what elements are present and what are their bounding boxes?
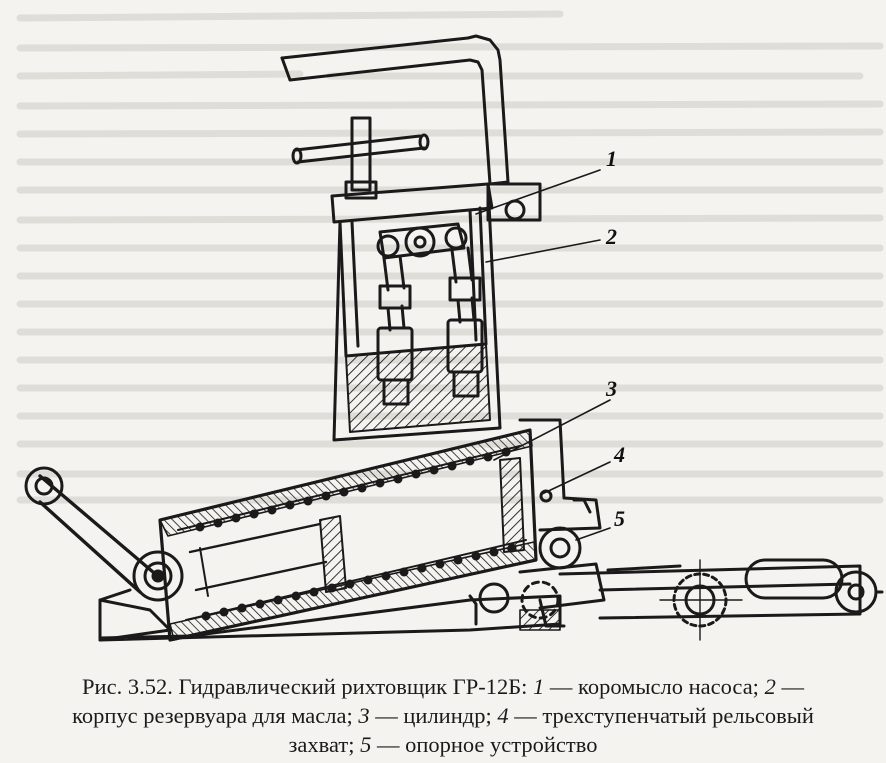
pump-handle: [280, 34, 510, 186]
cylinder: [158, 428, 538, 642]
callout-2: 2: [605, 224, 617, 249]
lever-arm: [24, 466, 184, 642]
slotted-link: [606, 558, 884, 641]
figure-caption: Рис. 3.52. Гидравлический рихтовщик ГР-1…: [0, 672, 886, 759]
reservoir-base: [332, 182, 502, 442]
caption-line-3: захват; 5 — опорное устройство: [288, 732, 598, 757]
callout-3: 3: [605, 376, 617, 401]
hydraulic-straightener-drawing: 1 2 3 4 5: [24, 34, 884, 642]
callout-4: 4: [613, 442, 625, 467]
callout-leaders: [475, 169, 611, 541]
callout-5: 5: [614, 506, 625, 531]
support-device: [478, 562, 862, 631]
caption-line-2: корпус резервуара для масла; 3 — цилиндр…: [72, 703, 814, 728]
caption-line-1: Рис. 3.52. Гидравлический рихтовщик ГР-1…: [82, 674, 804, 699]
handle-clamp: [486, 182, 542, 222]
callout-1: 1: [606, 146, 617, 171]
valve-tbar: [291, 116, 430, 200]
